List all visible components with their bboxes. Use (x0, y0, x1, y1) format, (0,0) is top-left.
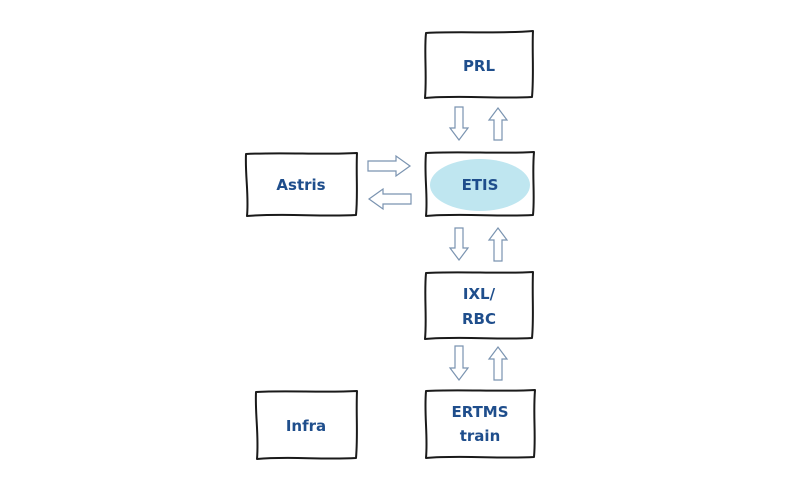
node-label: ERTMS (451, 403, 508, 421)
node-label: Infra (286, 417, 326, 435)
arrow-down-icon (448, 227, 470, 261)
node-etis[interactable]: ETIS (424, 151, 535, 217)
box-outline (254, 390, 358, 460)
arrow-up-icon (487, 107, 509, 141)
node-label: IXL/ (463, 285, 496, 303)
arrow-right-icon (367, 154, 412, 178)
highlight-ellipse (430, 159, 530, 211)
box-outline (424, 271, 534, 340)
node-infra[interactable]: Infra (254, 390, 358, 460)
node-label: Astris (276, 176, 325, 194)
node-label: RBC (462, 310, 496, 328)
arrow-up-icon (487, 346, 509, 381)
node-label: train (460, 427, 501, 445)
arrow-down-icon (448, 345, 470, 381)
arrow-up-icon (487, 227, 509, 262)
box-outline (424, 389, 536, 459)
node-prl[interactable]: PRL (424, 30, 534, 99)
node-label: ETIS (462, 176, 499, 194)
node-ixl-rbc[interactable]: IXL/ RBC (424, 271, 534, 340)
box-outline (244, 152, 358, 217)
box-outline (424, 30, 534, 99)
node-label: PRL (463, 57, 496, 75)
arrow-down-icon (448, 106, 470, 141)
node-ertms-train[interactable]: ERTMS train (424, 389, 536, 459)
arrow-left-icon (367, 187, 412, 211)
node-astris[interactable]: Astris (244, 152, 358, 217)
